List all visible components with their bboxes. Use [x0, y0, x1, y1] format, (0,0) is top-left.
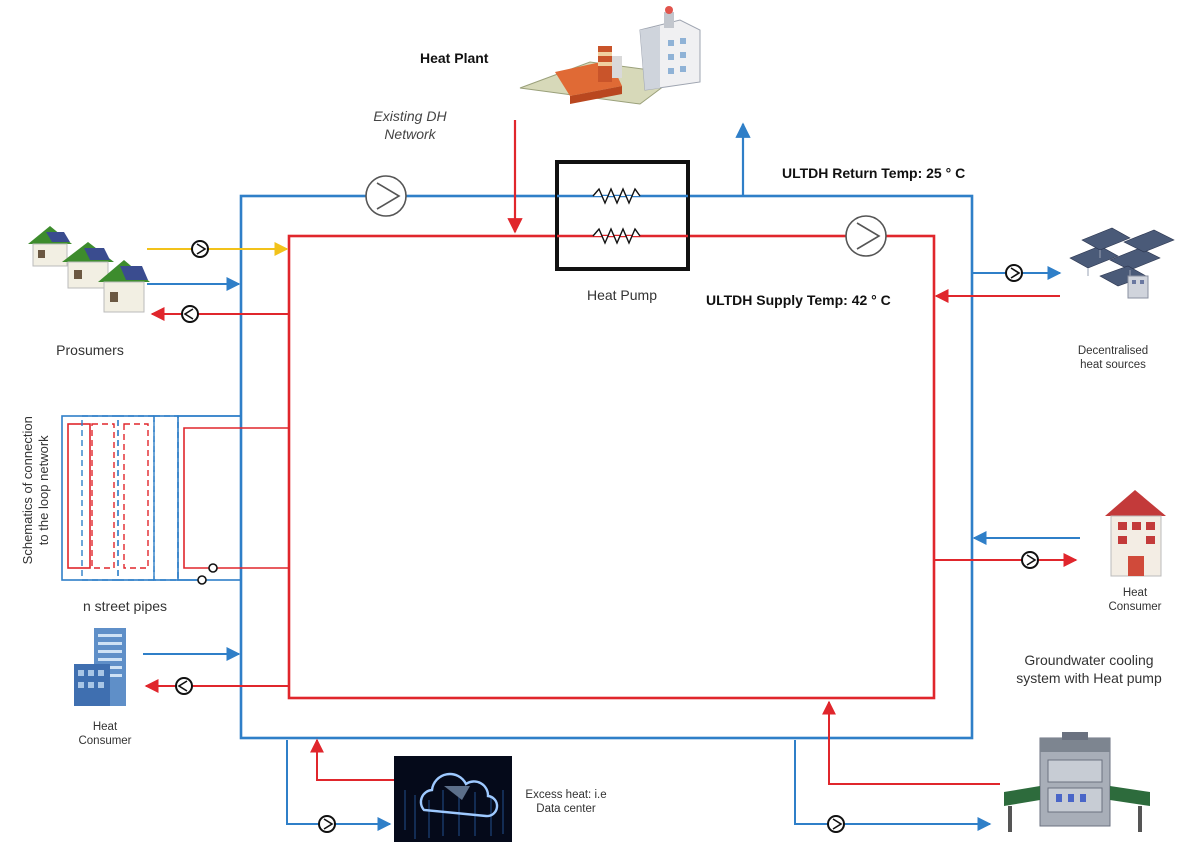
- heat-consumer-right-label: Heat Consumer: [1108, 587, 1162, 614]
- heat-plant-icon: [519, 6, 701, 105]
- return-loop: [239, 194, 974, 740]
- prosumers-icon: [28, 226, 150, 313]
- groundwater-label: Groundwater cooling system with Heat pum…: [1016, 652, 1162, 686]
- heat-pump-box: [555, 160, 690, 271]
- excess-heat-label: Excess heat: i.e Data center: [525, 789, 607, 816]
- supply-temp-label: ULTDH Supply Temp: 42 ° C: [706, 292, 891, 308]
- heat-consumer-left-label: Heat Consumer: [78, 721, 132, 748]
- groundwater-system-icon: [1004, 732, 1150, 832]
- heat-consumer-right-icon: [1105, 490, 1166, 577]
- solar-panels-icon: [1069, 227, 1175, 299]
- schematics-label: Schematics of connection to the loop net…: [19, 416, 51, 565]
- existing-dh-label: Existing DH Network: [373, 108, 447, 142]
- prosumer-pump-icon: [191, 240, 209, 258]
- n-street-pipes-label: n street pipes: [82, 598, 168, 614]
- prosumers-label: Prosumers: [56, 342, 124, 358]
- pump-supply-icon: [845, 215, 887, 257]
- heat-consumer-left-icon: [74, 628, 126, 706]
- pump-return-icon: [365, 175, 407, 217]
- data-center-icon: [394, 756, 512, 842]
- decentralised-label: Decentralised heat sources: [1077, 345, 1149, 372]
- heat-plant-label: Heat Plant: [420, 50, 489, 66]
- street-pipes-schematic: [61, 415, 289, 585]
- heat-pump-label: Heat Pump: [586, 287, 658, 303]
- return-temp-label: ULTDH Return Temp: 25 ° C: [782, 165, 966, 181]
